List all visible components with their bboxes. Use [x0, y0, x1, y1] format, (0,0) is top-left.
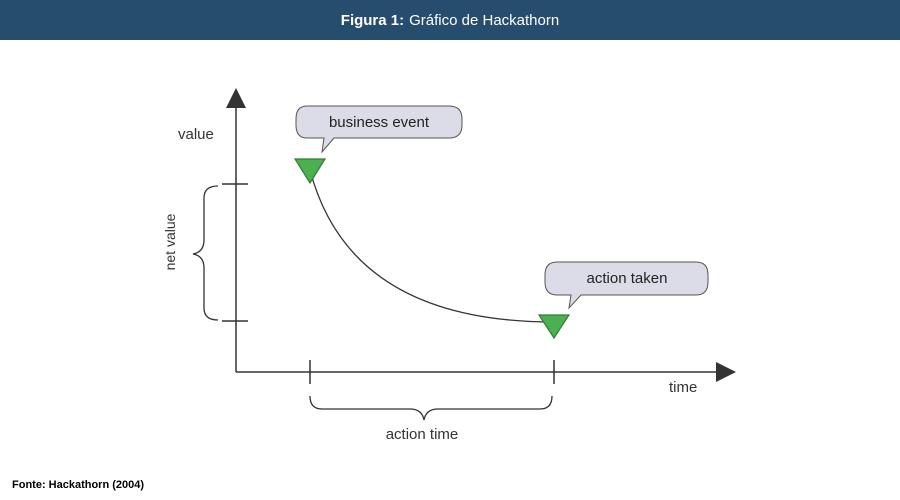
business-event-callout — [295, 105, 463, 154]
hackathorn-diagram: value time net value action time busines… — [162, 88, 736, 443]
action-time-brace — [309, 395, 553, 421]
figure-source: Fonte: Hackathorn (2004) — [12, 479, 145, 491]
business-event-label: business event — [329, 114, 430, 131]
action-taken-callout — [544, 261, 709, 310]
y-axis-arrow-icon — [226, 88, 246, 108]
value-decay-curve — [309, 169, 555, 323]
x-axis-label: time — [669, 379, 697, 396]
figure-title-number: Figura 1: — [340, 11, 405, 29]
net-value-label: net value — [162, 213, 178, 270]
figure-title-bar: Figura 1: Gráfico de Hackathorn — [0, 0, 900, 40]
action-time-label: action time — [386, 426, 459, 443]
action-taken-marker-icon — [537, 314, 571, 340]
figure-title-text: Gráfico de Hackathorn — [409, 11, 560, 29]
net-value-brace — [192, 185, 219, 321]
x-axis-arrow-icon — [716, 362, 736, 382]
y-axis-label: value — [178, 126, 214, 143]
action-taken-label: action taken — [587, 270, 668, 287]
business-event-marker-icon — [293, 158, 327, 185]
